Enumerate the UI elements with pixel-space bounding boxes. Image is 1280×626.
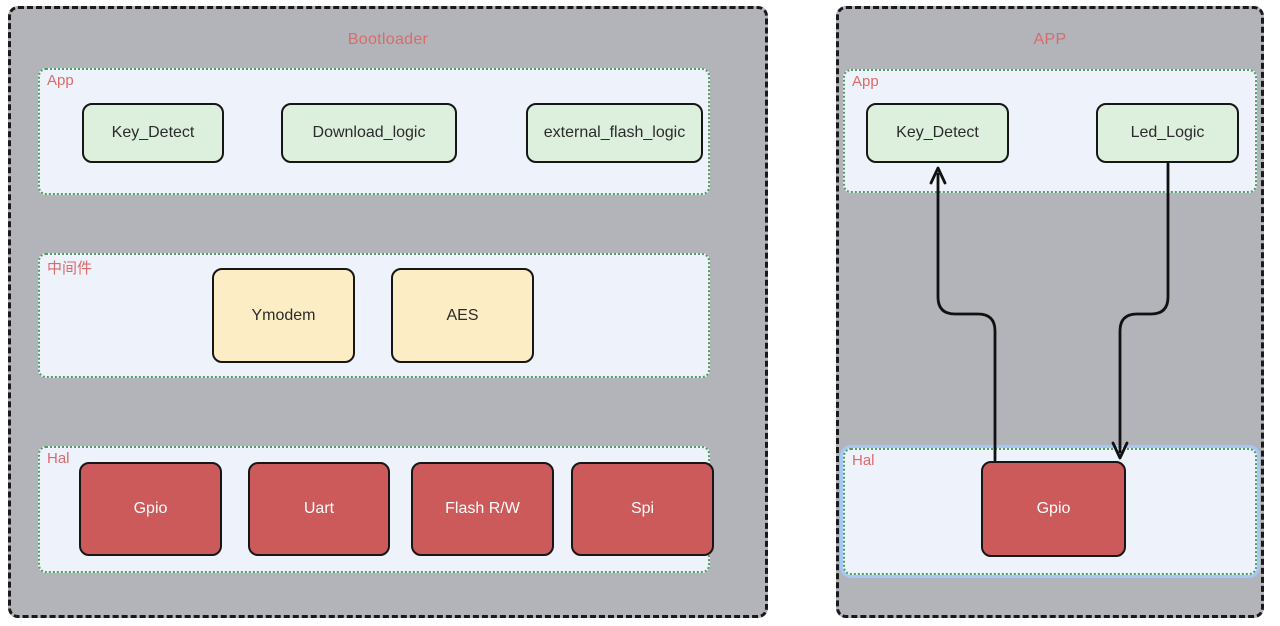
node-label: Led_Logic xyxy=(1130,124,1205,141)
bootloader-panel[interactable]: Bootloader App Key_Detect Download_logic… xyxy=(8,6,768,618)
node-label: Spi xyxy=(630,500,655,517)
bootloader-hal-section[interactable]: Hal Gpio Uart Flash R/W Spi xyxy=(38,446,714,573)
node-bootloader-flash-rw[interactable]: Flash R/W xyxy=(411,462,554,556)
node-label: Download_logic xyxy=(312,124,426,141)
bootloader-hal-section-label: Hal xyxy=(47,450,70,467)
app-hal-section[interactable]: Hal Gpio xyxy=(843,448,1257,575)
node-label: Flash R/W xyxy=(445,500,520,517)
node-bootloader-aes[interactable]: AES xyxy=(391,268,534,363)
node-app-key-detect[interactable]: Key_Detect xyxy=(866,103,1009,163)
node-label: Uart xyxy=(303,500,335,517)
node-bootloader-external-flash-logic[interactable]: external_flash_logic xyxy=(526,103,703,163)
node-label: external_flash_logic xyxy=(543,124,686,141)
app-app-section[interactable]: App Key_Detect Led_Logic xyxy=(843,69,1257,193)
node-bootloader-ymodem[interactable]: Ymodem xyxy=(212,268,355,363)
node-label: Key_Detect xyxy=(896,124,979,141)
bootloader-app-section-label: App xyxy=(47,72,74,89)
bootloader-middleware-section[interactable]: 中间件 Ymodem AES xyxy=(38,253,710,378)
bootloader-panel-title: Bootloader xyxy=(347,31,429,48)
app-hal-section-label: Hal xyxy=(852,452,875,469)
node-app-led-logic[interactable]: Led_Logic xyxy=(1096,103,1239,163)
node-app-gpio[interactable]: Gpio xyxy=(981,461,1126,557)
app-panel-title: APP xyxy=(1033,31,1067,48)
node-bootloader-download-logic[interactable]: Download_logic xyxy=(281,103,457,163)
node-bootloader-gpio[interactable]: Gpio xyxy=(79,462,222,556)
node-label: Ymodem xyxy=(251,306,316,324)
node-bootloader-key-detect[interactable]: Key_Detect xyxy=(82,103,224,163)
node-bootloader-uart[interactable]: Uart xyxy=(248,462,390,556)
bootloader-middleware-section-label: 中间件 xyxy=(47,260,93,277)
app-app-section-label: App xyxy=(852,73,879,90)
node-bootloader-spi[interactable]: Spi xyxy=(571,462,714,556)
node-label: AES xyxy=(446,306,479,324)
node-label: Key_Detect xyxy=(111,124,195,141)
bootloader-app-section[interactable]: App Key_Detect Download_logic external_f… xyxy=(38,68,710,195)
app-panel[interactable]: APP App Key_Detect Led_Logic Hal Gpio xyxy=(836,6,1264,618)
node-label: Gpio xyxy=(1036,500,1071,517)
node-label: Gpio xyxy=(133,500,168,517)
